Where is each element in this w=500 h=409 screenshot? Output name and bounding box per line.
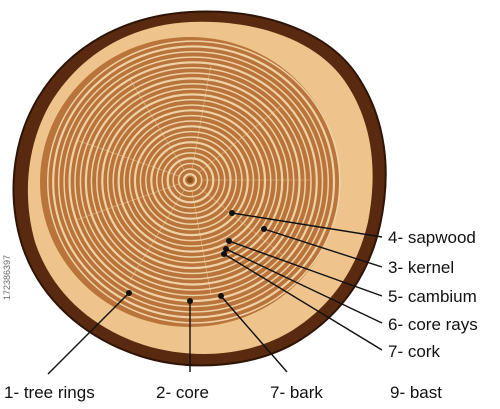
leader-line-tree-rings [47,292,130,375]
leader-dot-bark [218,293,224,299]
label-cork: 7- cork [388,342,440,361]
label-bast: 9- bast [390,383,442,402]
tree-ring [74,66,312,297]
core-ray [77,183,181,220]
tree-ring [182,173,198,187]
tree-ring [139,130,243,231]
label-kernel: 3- kernel [388,258,454,277]
tree-ring [90,82,295,280]
core-ray [129,188,186,281]
tree-ring [47,40,341,324]
tree-ring [79,72,307,291]
tree-ring [117,109,267,253]
tree-ring [52,45,336,319]
leader-line-cork [223,253,383,351]
tree-ring [128,120,255,242]
tree-ring [156,146,226,214]
core-ray [77,140,181,177]
label-core: 2- core [156,383,209,402]
tree-ring [106,98,278,264]
label-tree-rings: 1- tree rings [4,383,95,402]
tree-ring [96,88,289,275]
tree-ring [84,77,301,286]
core-ray [197,186,283,255]
tree-ring [150,141,232,220]
tree-ring [57,51,329,313]
tree-ring [123,114,260,247]
watermark-id: 172386397 [2,254,12,300]
core-ray [129,79,186,172]
leader-dot-sapwood [229,210,235,216]
leader-dot-core-rays [223,246,229,252]
pith-core [187,177,193,183]
leader-line-bark [220,295,288,373]
label-sapwood: 4- sapwood [388,228,476,247]
leader-line-cambium [228,240,383,297]
leader-line-kernel [263,228,383,268]
label-bark: 7- bark [270,383,323,402]
leader-dot-cork [221,251,227,257]
core-ray [191,189,212,295]
leader-dot-kernel [261,226,267,232]
tree-ring [63,56,324,308]
log-cross-section [12,10,387,367]
core-ray [191,65,212,171]
tree-ring [68,61,318,303]
tree-ring [133,125,249,237]
label-core-rays: 6- core rays [388,315,478,334]
leader-dot-tree-rings [126,290,132,296]
tree-ring [161,152,220,209]
label-cambium: 5- cambium [388,287,477,306]
leader-line-sapwood [231,212,383,238]
tree-ring [145,136,238,225]
leader-lines [47,212,383,375]
leader-dot-cambium [226,238,232,244]
leader-dots [126,210,267,304]
core-ray [197,105,283,174]
tree-ring [101,93,284,270]
leader-dot-core [187,298,193,304]
labels: 4- sapwood 3- kernel 5- cambium 6- core … [4,228,478,402]
tree-ring [112,104,272,258]
leader-line-core-rays [225,248,383,324]
